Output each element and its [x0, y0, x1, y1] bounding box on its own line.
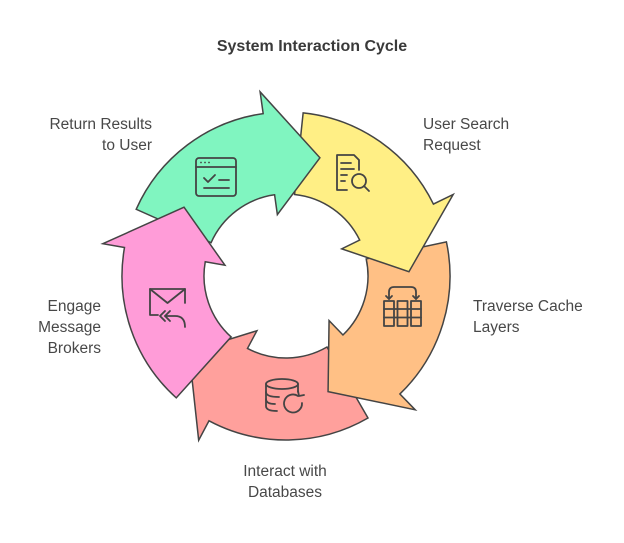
label-line: Databases — [247, 484, 323, 501]
label-line: Interact with — [243, 463, 327, 480]
step-label-user-search-request: User Search Request — [423, 114, 509, 156]
segment-user-search-request — [293, 112, 456, 273]
cache-layers-icon — [383, 286, 422, 327]
label-line: to User — [102, 137, 152, 154]
label-line: Traverse Cache — [473, 298, 583, 315]
step-label-interact-with-databases: Interact with Databases — [225, 461, 345, 503]
mail-reply-icon — [149, 288, 186, 328]
label-line: Brokers — [47, 340, 101, 357]
browser-check-icon — [195, 157, 237, 197]
label-line: Engage — [47, 298, 101, 315]
step-label-engage-message-brokers: Engage Message Brokers — [0, 296, 101, 359]
label-line: Request — [423, 137, 481, 154]
label-line: User Search — [423, 116, 510, 133]
document-search-icon — [336, 154, 370, 192]
segment-interact-with-databases — [188, 329, 370, 443]
database-refresh-icon — [265, 378, 305, 414]
label-line: Return Results — [49, 116, 152, 133]
step-label-return-results-to-user: Return Results to User — [0, 114, 152, 156]
diagram-title: System Interaction Cycle — [216, 38, 408, 55]
step-label-traverse-cache-layers: Traverse Cache Layers — [473, 296, 583, 338]
label-line: Message — [38, 319, 101, 336]
label-line: Layers — [473, 319, 520, 336]
